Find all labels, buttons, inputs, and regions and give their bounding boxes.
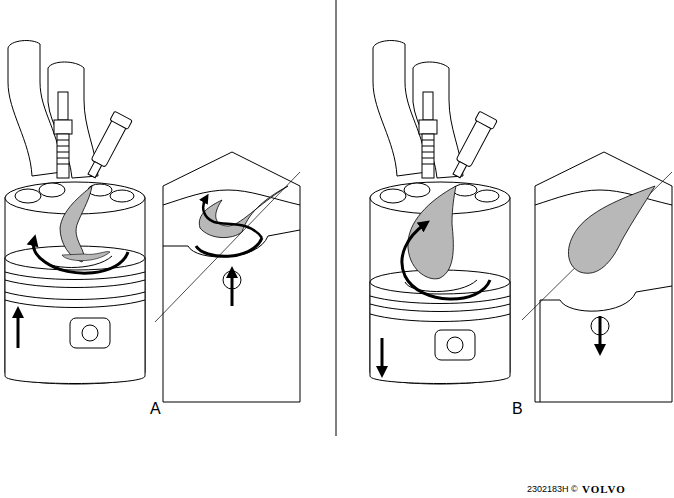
- panel-letter: B: [512, 401, 523, 417]
- brand-watermark: VOLVO: [582, 484, 626, 495]
- detail-b: [535, 152, 672, 402]
- cylinder-a: [5, 41, 145, 384]
- detail-a: [163, 152, 300, 402]
- cylinder-b: [370, 41, 510, 384]
- copyright-mark: ©: [571, 485, 578, 494]
- figure-number: 2302183H: [527, 485, 569, 494]
- panel-letter: A: [150, 401, 161, 417]
